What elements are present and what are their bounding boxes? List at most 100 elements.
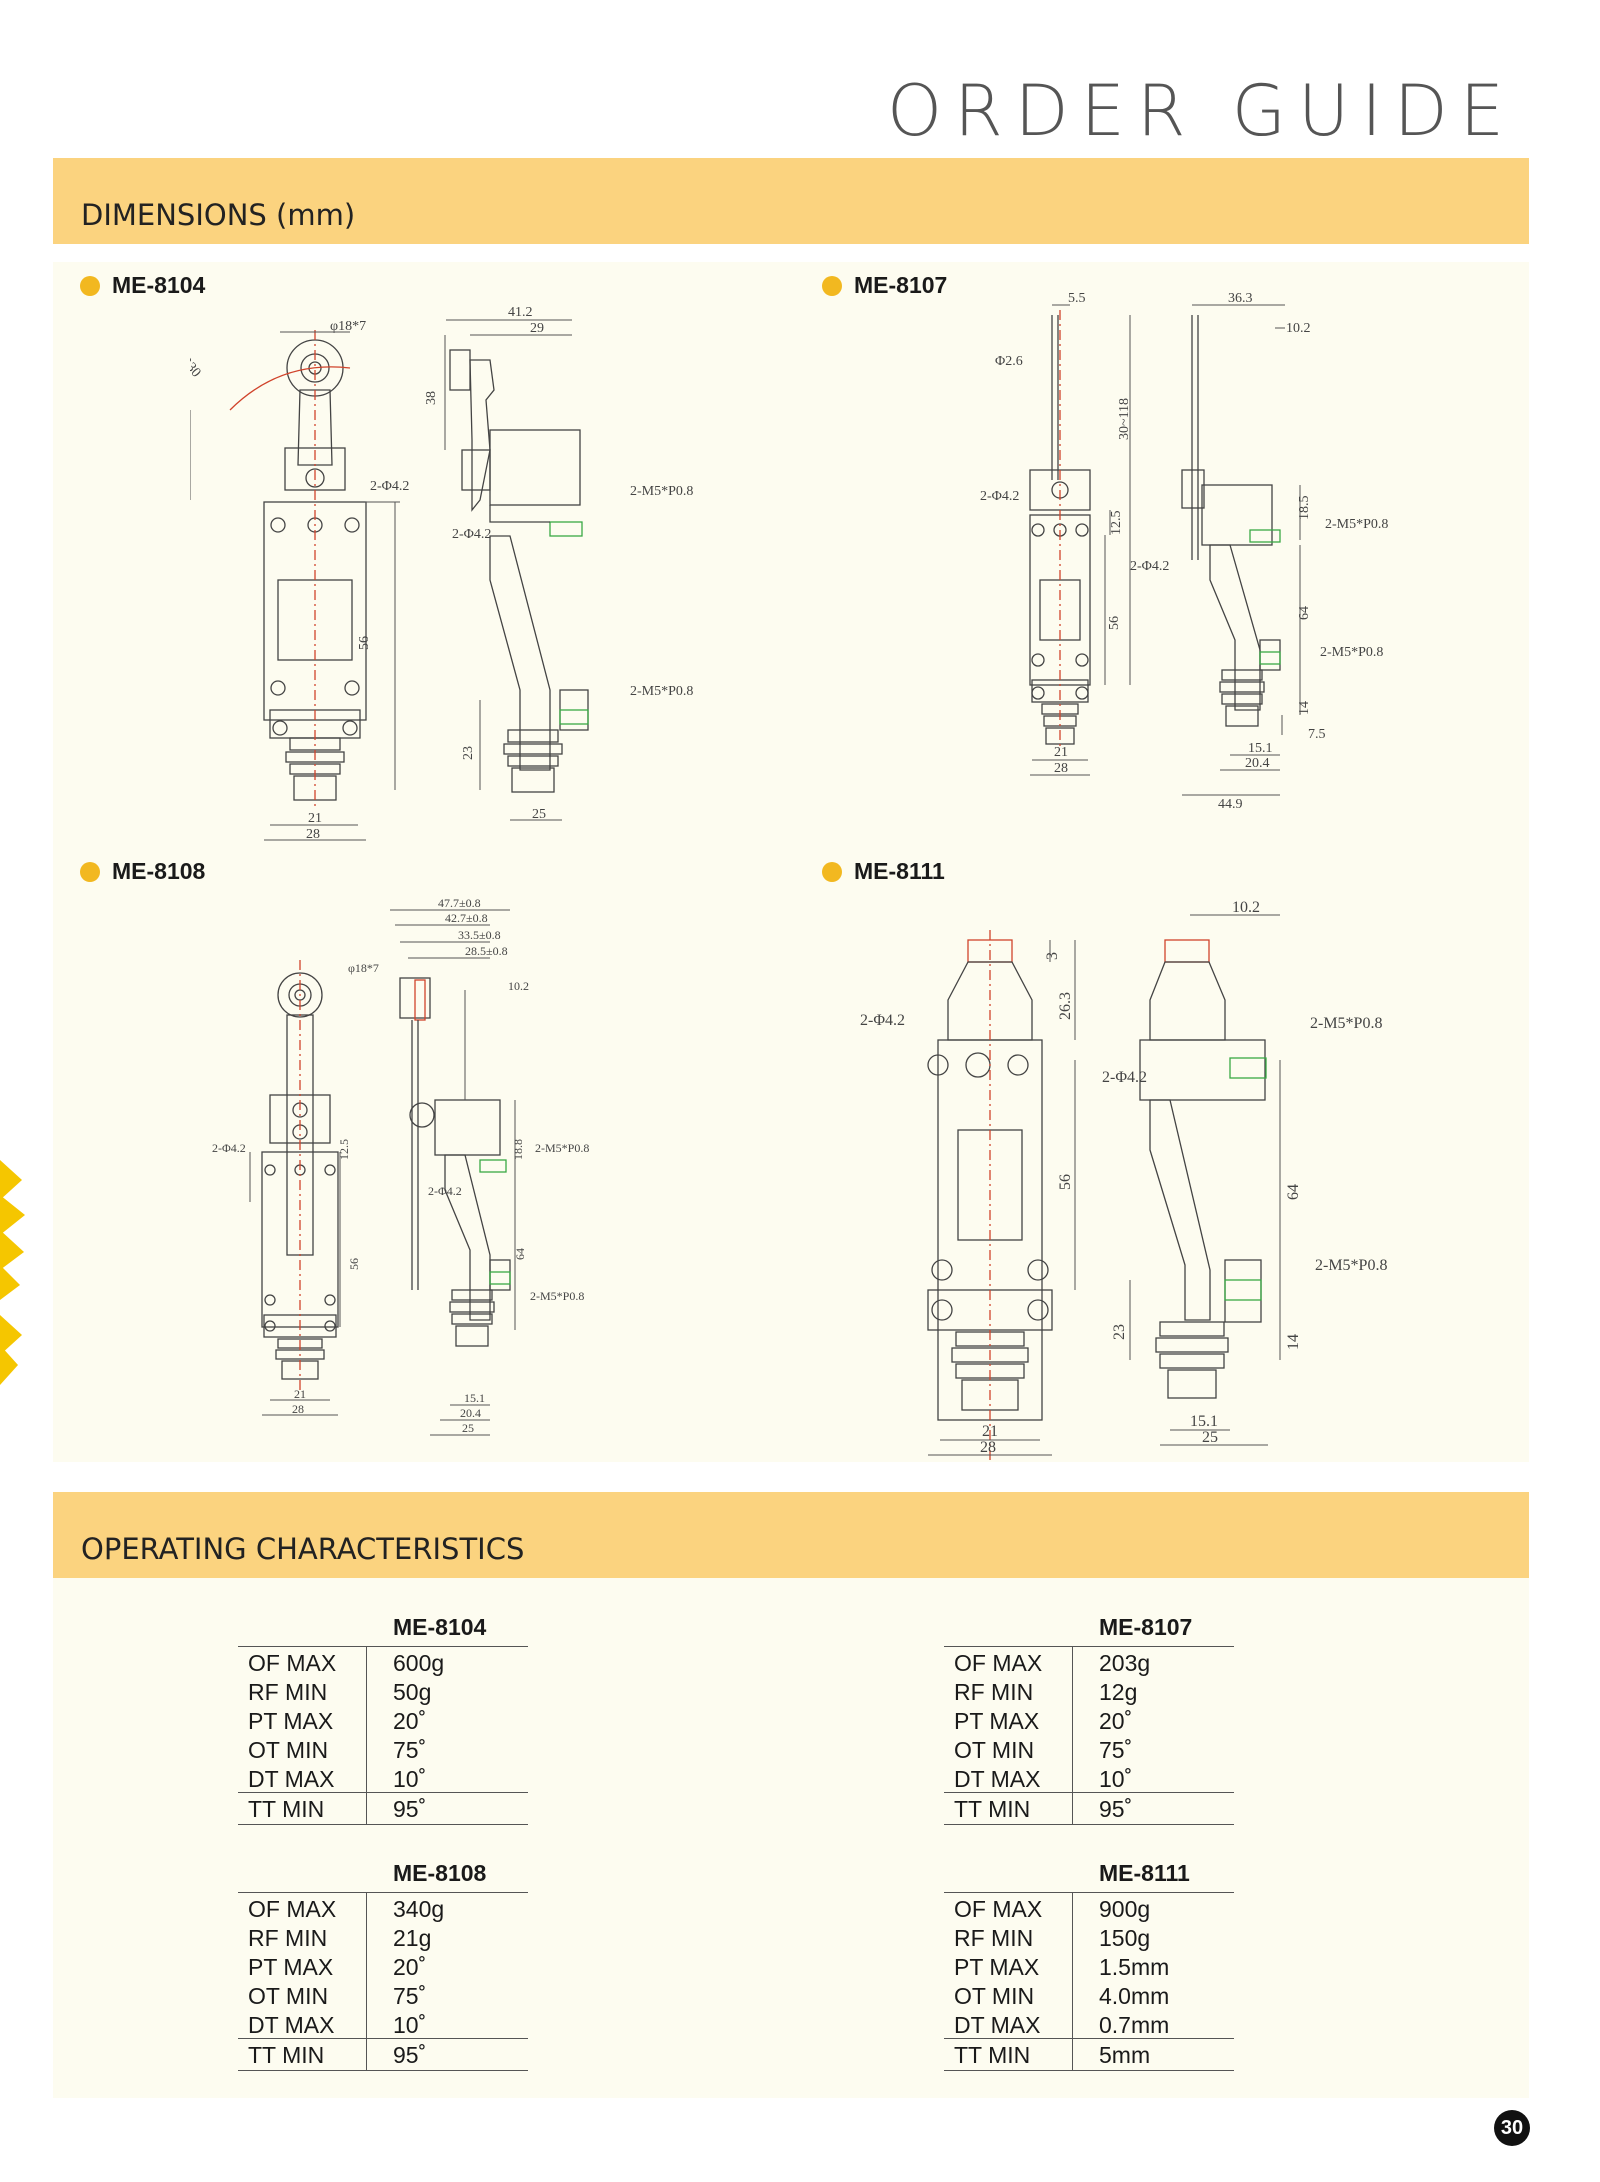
- me8111-front-view: [927, 930, 1053, 1460]
- spec-key: OT MIN: [248, 1983, 329, 2009]
- dim-label: 2-M5*P0.8: [530, 1289, 584, 1303]
- dim-label: 2-Φ4.2: [1130, 559, 1169, 574]
- spec-key: PT MAX: [248, 1954, 334, 1980]
- dim-label: 2-Φ4.2: [1102, 1069, 1147, 1086]
- spec-value: 12g: [1099, 1679, 1138, 1705]
- model-heading-me8104: ME-8104: [80, 272, 205, 299]
- dim-label: 21: [982, 1423, 998, 1440]
- dim-label: 2-Φ4.2: [428, 1184, 462, 1198]
- bullet-icon: [822, 275, 842, 296]
- dim-label: 2-Φ4.2: [212, 1141, 246, 1155]
- dim-label: 20.4: [460, 1406, 481, 1420]
- dim-label: 25: [462, 1421, 474, 1435]
- dim-label: 12.5: [337, 1139, 351, 1160]
- spec-value: 75˚: [393, 1983, 427, 2009]
- dim-label: 2-M5*P0.8: [630, 484, 693, 499]
- dim-label: 2-Φ4.2: [452, 527, 491, 542]
- dim-label: 2-Φ4.2: [980, 489, 1019, 504]
- spec-value: 95˚: [393, 1796, 427, 1822]
- bullet-icon: [822, 861, 842, 882]
- me8108-front-view: [261, 960, 339, 1390]
- dim-label: 2-M5*P0.8: [1315, 1257, 1387, 1274]
- dim-label: 10.2: [508, 979, 529, 993]
- dim-label: 23: [1111, 1324, 1128, 1340]
- spec-key: PT MAX: [954, 1954, 1040, 1980]
- dim-label: 2-M5*P0.8: [535, 1141, 589, 1155]
- spec-model: ME-8104: [393, 1614, 487, 1640]
- model-heading-me8111: ME-8111: [822, 858, 945, 885]
- dim-label: 14: [1297, 701, 1312, 715]
- model-heading-me8107: ME-8107: [822, 272, 947, 299]
- me8104-side-view: [449, 349, 589, 793]
- dim-label: 15.1: [1190, 1413, 1218, 1430]
- spec-key: OF MAX: [954, 1896, 1043, 1922]
- me8108-side-view: [399, 977, 511, 1347]
- dim-label: 14: [1285, 1334, 1302, 1350]
- spec-key: DT MAX: [954, 1766, 1041, 1792]
- bullet-icon: [80, 275, 100, 296]
- spec-key: PT MAX: [954, 1708, 1040, 1734]
- drawing-me8111: 2-Φ4.2 3 26.3 56 21 28 10.2 2-M5*P0.8 2-…: [860, 900, 1420, 1460]
- dim-label: 56: [347, 1258, 361, 1270]
- spec-key: TT MIN: [248, 2042, 325, 2068]
- dim-label: 10.2: [1286, 321, 1311, 336]
- spec-key: DT MAX: [248, 1766, 335, 1792]
- dim-label: 2-M5*P0.8: [630, 684, 693, 699]
- dim-label: 38: [424, 391, 439, 405]
- spec-value: 10˚: [1099, 1766, 1133, 1792]
- dim-label: 29: [530, 321, 544, 336]
- page-title: ORDER GUIDE: [886, 70, 1516, 152]
- dim-label: 47.7±0.8: [438, 896, 481, 910]
- dim-label: 64: [513, 1248, 527, 1260]
- spec-value: 5mm: [1099, 2042, 1151, 2068]
- spec-key: RF MIN: [248, 1679, 328, 1705]
- bullet-icon: [80, 861, 100, 882]
- spec-key: TT MIN: [954, 2042, 1031, 2068]
- spec-value: 20˚: [1099, 1708, 1133, 1734]
- spec-key: OF MAX: [954, 1650, 1043, 1676]
- dim-label: 5.5: [1068, 291, 1086, 306]
- dim-label: 30~118: [1117, 398, 1132, 440]
- dim-label: 56: [1107, 616, 1122, 630]
- spec-value: 75˚: [393, 1737, 427, 1763]
- dim-label: 28: [1054, 761, 1068, 776]
- spec-value: 50g: [393, 1679, 432, 1705]
- spec-key: OF MAX: [248, 1650, 337, 1676]
- operating-band: OPERATING CHARACTERISTICS: [53, 1492, 1529, 1578]
- dim-label: 20.4: [1245, 756, 1270, 771]
- dim-label: 15.1: [464, 1391, 485, 1405]
- spec-value: 150g: [1099, 1925, 1151, 1951]
- dim-label: 33.5±0.8: [458, 928, 501, 942]
- spec-key: TT MIN: [954, 1796, 1031, 1822]
- dim-label: 18.5: [1297, 496, 1312, 521]
- dim-label: 2-M5*P0.8: [1325, 517, 1388, 532]
- spec-key: RF MIN: [248, 1925, 328, 1951]
- spec-model: ME-8107: [1099, 1614, 1193, 1640]
- dim-label: 12.5: [1109, 511, 1124, 536]
- dim-label: 23: [461, 746, 476, 760]
- dim-label: 28: [306, 827, 320, 842]
- dimensions-band: DIMENSIONS (mm): [53, 158, 1529, 244]
- spec-value: 0.7mm: [1099, 2012, 1170, 2038]
- dim-label: 2-Φ4.2: [860, 1012, 905, 1029]
- dim-label: 64: [1297, 606, 1312, 620]
- me8104-front-view: [229, 330, 367, 810]
- dim-label: 7.5: [1308, 727, 1326, 742]
- model-heading-me8108: ME-8108: [80, 858, 205, 885]
- spec-value: 4.0mm: [1099, 1983, 1170, 2009]
- me8107-side-view: [1181, 315, 1281, 727]
- spec-value: 20˚: [393, 1708, 427, 1734]
- dim-label: 2-M5*P0.8: [1310, 1015, 1382, 1032]
- spec-value: 900g: [1099, 1896, 1151, 1922]
- dimensions-panel: [53, 262, 1529, 1462]
- spec-key: DT MAX: [248, 2012, 335, 2038]
- dim-label: 21: [1054, 745, 1068, 760]
- operating-heading: OPERATING CHARACTERISTICS: [81, 1532, 525, 1566]
- spec-key: OT MIN: [954, 1983, 1035, 2009]
- operating-panel: [53, 1578, 1529, 2098]
- spec-value: 340g: [393, 1896, 445, 1922]
- spec-key: OT MIN: [954, 1737, 1035, 1763]
